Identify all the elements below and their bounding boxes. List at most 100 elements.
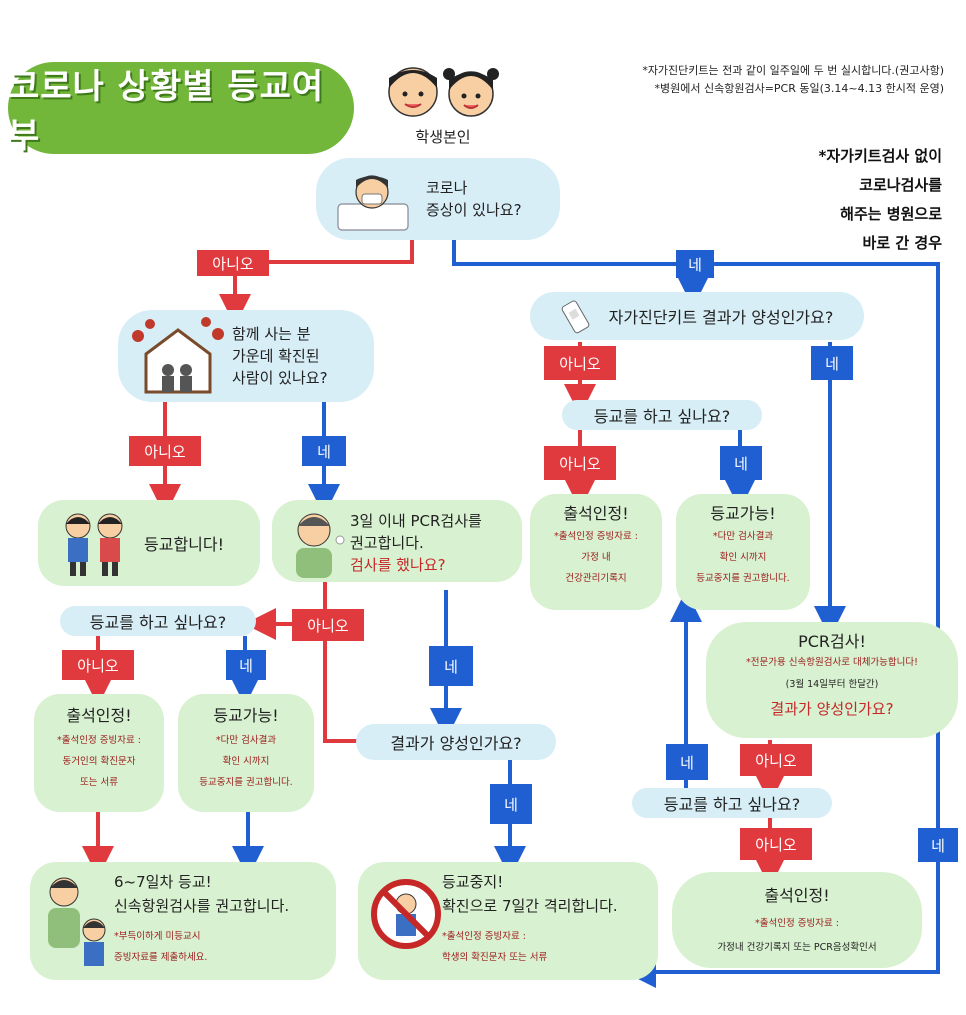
recog-title: 출석인정! xyxy=(66,706,132,725)
day67-sub: *부득이하게 미등교시 증빙자료를 제출하세요. xyxy=(114,926,207,968)
label-yes: 네 xyxy=(226,650,266,680)
text-line: 동거인의 확진문자 xyxy=(62,756,136,767)
parent-child-icon xyxy=(48,877,106,966)
recog-details: *출석인정 증빙자료 : 동거인의 확진문자 또는 서류 xyxy=(34,730,164,793)
coughing-person-icon xyxy=(296,513,345,578)
can-attend-details: *다만 검사결과 확인 시까지 등교중지를 권고합니다. xyxy=(178,730,314,793)
question-household-text: 함께 사는 분 가운데 확진된 사람이 있나요? xyxy=(232,323,328,389)
text-line: *부득이하게 미등교시 xyxy=(114,931,201,942)
text-line: 확인 시까지 xyxy=(222,756,270,767)
question-line: 사람이 있나요? xyxy=(232,369,328,387)
result-attend-recog-left: 출석인정! *출석인정 증빙자료 : 동거인의 확진문자 또는 서류 xyxy=(34,694,164,812)
stop-text: 등교중지! 확진으로 7일간 격리합니다. xyxy=(442,870,618,918)
text-line: 가정 내 xyxy=(581,552,611,563)
label-yes: 네 xyxy=(490,784,532,824)
students-icon xyxy=(65,513,123,576)
result-pcr-recommend: 3일 이내 PCR검사를 권고합니다. 검사를 했나요? xyxy=(272,500,522,582)
question-line: 코로나 xyxy=(426,179,468,197)
side-note-line: 바로 간 경우 xyxy=(862,234,942,252)
label-yes: 네 xyxy=(811,346,853,380)
label-no: 아니오 xyxy=(292,609,364,641)
day67-text: 6~7일차 등교! 신속항원검사를 권고합니다. xyxy=(114,870,289,918)
text-line: 등교중지를 권고합니다. xyxy=(696,573,790,584)
recog-details: *출석인정 증빙자료 : 가정내 건강기록지 또는 PCR음성확인서 xyxy=(672,912,922,960)
question-selfkit-text: 자가진단키트 결과가 양성인가요? xyxy=(608,308,834,327)
sick-student-icon xyxy=(337,175,409,231)
note-hospital: *병원에서 신속항원검사=PCR 동일(3.14~4.13 한시적 운영) xyxy=(654,82,944,95)
text-line: (3월 14일부터 한달간) xyxy=(785,679,879,690)
label-yes: 네 xyxy=(429,646,473,686)
label-no: 아니오 xyxy=(544,446,616,480)
question-line: 가운데 확진된 xyxy=(232,347,320,365)
recog-details: *출석인정 증빙자료 : 가정 내 건강관리기록지 xyxy=(530,526,662,589)
label-no: 아니오 xyxy=(62,650,134,680)
label-yes: 네 xyxy=(666,744,708,780)
note-selfkit: *자가진단키트는 전과 같이 일주일에 두 번 실시합니다.(권고사항) xyxy=(642,64,944,77)
question-result-positive: 결과가 양성인가요? xyxy=(356,724,556,760)
question-household: 함께 사는 분 가운데 확진된 사람이 있나요? xyxy=(118,310,374,402)
arrow-symptoms-yes xyxy=(452,240,940,988)
result-stop-school: 등교중지! 확진으로 7일간 격리합니다. *출석인정 증빙자료 : 학생의 확… xyxy=(358,862,658,980)
result-attend-recog-mid: 출석인정! *출석인정 증빙자료 : 가정 내 건강관리기록지 xyxy=(530,494,662,610)
can-attend-title: 등교가능! xyxy=(213,706,279,725)
text-line: 확진으로 7일간 격리합니다. xyxy=(442,897,618,915)
label-no: 아니오 xyxy=(129,436,201,466)
text-line: 가정내 건강기록지 또는 PCR음성확인서 xyxy=(717,942,877,953)
result-attend-recog-right: 출석인정! *출석인정 증빙자료 : 가정내 건강기록지 또는 PCR음성확인서 xyxy=(672,872,922,968)
result-can-attend-mid: 등교가능! *다만 검사결과 확인 시까지 등교중지를 권고합니다. xyxy=(676,494,810,610)
text-line: 권고합니다. xyxy=(350,534,424,552)
label-no: 아니오 xyxy=(544,346,616,380)
students-icon xyxy=(388,67,499,117)
pcr-right-title: PCR검사! xyxy=(798,632,866,651)
house-virus-icon xyxy=(132,317,224,394)
side-note: *자가키트검사 없이 코로나검사를 해주는 병원으로 바로 간 경우 xyxy=(752,142,942,258)
student-label: 학생본인 xyxy=(415,128,471,146)
text-line: *출석인정 증빙자료 : xyxy=(57,735,141,746)
pcr-question: 검사를 했나요? xyxy=(350,556,446,574)
page-title: 코로나 상황별 등교여부 xyxy=(8,67,325,156)
test-kit-icon xyxy=(561,300,589,334)
text-line: 등교중지를 권고합니다. xyxy=(199,777,293,788)
text-line: *출석인정 증빙자료 : xyxy=(442,931,526,942)
text-line: *출석인정 증빙자료 : xyxy=(554,531,638,542)
stop-sub: *출석인정 증빙자료 : 학생의 확진문자 또는 서류 xyxy=(442,926,547,968)
label-no: 아니오 xyxy=(197,250,269,276)
no-entry-student-icon xyxy=(371,879,441,949)
text-line: 또는 서류 xyxy=(80,777,118,788)
result-attend-text: 등교합니다! xyxy=(144,535,225,554)
pcr-right-details: *전문가용 신속항원검사로 대체가능합니다! (3월 14일부터 한달간) xyxy=(706,652,958,696)
recog-title: 출석인정! xyxy=(563,504,629,523)
title-badge: 코로나 상황별 등교여부 xyxy=(8,62,354,156)
text-line: 6~7일차 등교! xyxy=(114,873,212,891)
result-day67: 6~7일차 등교! 신속항원검사를 권고합니다. *부득이하게 미등교시 증빙자… xyxy=(30,862,336,980)
question-selfkit: 자가진단키트 결과가 양성인가요? xyxy=(530,292,864,340)
label-no: 아니오 xyxy=(740,828,812,860)
can-attend-details: *다만 검사결과 확인 시까지 등교중지를 권고합니다. xyxy=(676,526,810,589)
question-line: 함께 사는 분 xyxy=(232,325,311,343)
side-note-line: 코로나검사를 xyxy=(859,176,942,194)
question-symptoms-text: 코로나 증상이 있나요? xyxy=(426,177,522,221)
text-line: 등교중지! xyxy=(442,873,504,891)
side-note-line: *자가키트검사 없이 xyxy=(818,147,942,165)
text-line: *다만 검사결과 xyxy=(712,531,774,542)
can-attend-title: 등교가능! xyxy=(710,504,776,523)
text-line: 건강관리기록지 xyxy=(565,573,627,584)
question-want-school-mid: 등교를 하고 싶나요? xyxy=(562,400,762,430)
pcr-right-question: 결과가 양성인가요? xyxy=(770,700,894,718)
pcr-recommend-text: 3일 이내 PCR검사를 권고합니다. 검사를 했나요? xyxy=(350,510,482,576)
question-want-school-right: 등교를 하고 싶나요? xyxy=(632,788,832,818)
result-pcr-right: PCR검사! *전문가용 신속항원검사로 대체가능합니다! (3월 14일부터 … xyxy=(706,622,958,738)
text-line: *다만 검사결과 xyxy=(215,735,277,746)
result-can-attend-left: 등교가능! *다만 검사결과 확인 시까지 등교중지를 권고합니다. xyxy=(178,694,314,812)
text-line: *출석인정 증빙자료 : xyxy=(755,918,839,929)
label-yes: 네 xyxy=(676,250,714,278)
question-symptoms: 코로나 증상이 있나요? xyxy=(316,158,560,240)
label-no: 아니오 xyxy=(740,744,812,776)
question-want-school-left: 등교를 하고 싶나요? xyxy=(60,606,256,636)
recog-title: 출석인정! xyxy=(764,886,830,905)
arrow-symptoms-no xyxy=(219,240,414,326)
label-yes: 네 xyxy=(720,446,762,480)
text-line: 3일 이내 PCR검사를 xyxy=(350,512,482,530)
question-line: 증상이 있나요? xyxy=(426,201,522,219)
